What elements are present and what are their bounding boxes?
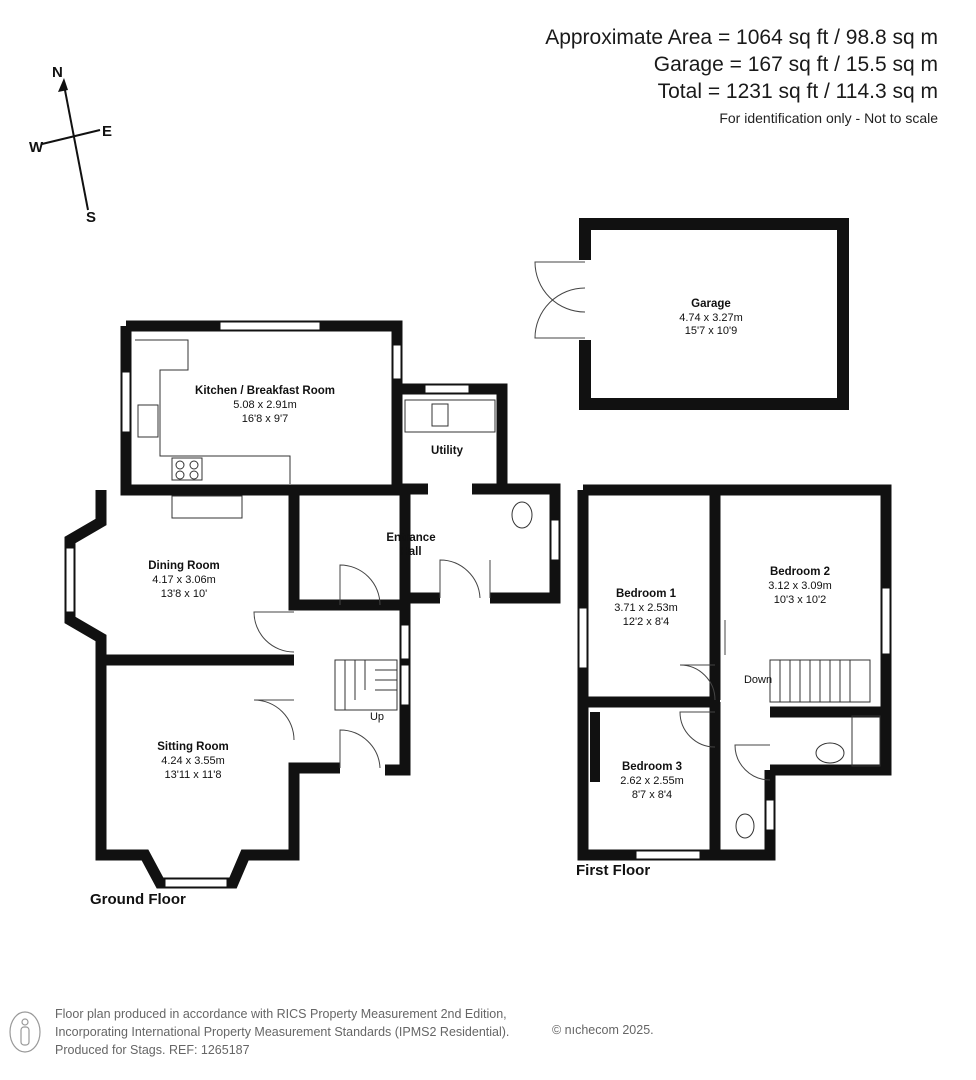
approximate-area: Approximate Area = 1064 sq ft / 98.8 sq …	[545, 26, 938, 49]
kitchen-metric: 5.08 x 2.91m	[233, 399, 297, 411]
bedroom1-imperial: 12'2 x 8'4	[623, 616, 669, 628]
ground-wc-icon	[511, 501, 533, 529]
first-doors	[679, 620, 771, 781]
stairs-down	[769, 659, 871, 703]
nichecom-logo: © nıchecom 2025.	[552, 1023, 654, 1037]
garage-metric: 4.74 x 3.27m	[679, 312, 743, 324]
footer-line1: Floor plan produced in accordance with R…	[55, 1007, 507, 1021]
dining-metric: 4.17 x 3.06m	[152, 574, 216, 586]
ground-floor-label: Ground Floor	[90, 891, 186, 908]
bedroom2-name: Bedroom 2	[770, 566, 830, 578]
kitchen-fittings	[135, 339, 496, 519]
garage-walls	[579, 218, 849, 410]
first-windows	[578, 587, 891, 860]
garage-name: Garage	[691, 298, 731, 310]
bedroom3-imperial: 8'7 x 8'4	[632, 789, 672, 801]
compass-s: S	[86, 209, 96, 226]
dining-name: Dining Room	[148, 560, 220, 572]
stairs-up-label: Up	[370, 711, 384, 723]
stairs-down-label: Down	[744, 674, 772, 686]
garage-doors	[534, 261, 586, 339]
kitchen-name: Kitchen / Breakfast Room	[195, 385, 335, 397]
first-floor-walls	[577, 484, 892, 861]
compass-e: E	[102, 123, 112, 140]
bedroom1-metric: 3.71 x 2.53m	[614, 602, 678, 614]
ground-floor-walls	[64, 320, 561, 889]
kitchen-imperial: 16'8 x 9'7	[242, 413, 288, 425]
garage-area: Garage = 167 sq ft / 15.5 sq m	[653, 53, 938, 76]
compass-icon: N E S W	[29, 64, 112, 226]
compass-w: W	[29, 139, 44, 156]
footer-line3: Produced for Stags. REF: 1265187	[55, 1043, 250, 1057]
sitting-imperial: 13'11 x 11'8	[164, 769, 221, 781]
ground-windows	[65, 321, 560, 888]
entrance-hall-line1: Entrance	[386, 532, 435, 544]
floor-plan: N E S W	[29, 64, 892, 908]
bedroom3-cupboard	[590, 712, 600, 782]
garage-imperial: 15'7 x 10'9	[685, 325, 738, 337]
bedroom3-metric: 2.62 x 2.55m	[620, 775, 684, 787]
footer-text: Floor plan produced in accordance with R…	[55, 1005, 509, 1059]
bedroom3-name: Bedroom 3	[622, 761, 682, 773]
sitting-name: Sitting Room	[157, 741, 229, 753]
utility-name: Utility	[431, 445, 464, 457]
footer-line2: Incorporating International Property Mea…	[55, 1025, 510, 1039]
scale-note: For identification only - Not to scale	[719, 110, 938, 126]
first-floor-label: First Floor	[576, 862, 650, 879]
bedroom2-metric: 3.12 x 3.09m	[768, 580, 832, 592]
entrance-hall-line2: Hall	[400, 546, 421, 558]
ground-doors	[253, 559, 491, 769]
bathroom-fittings	[735, 715, 881, 839]
bedroom1-name: Bedroom 1	[616, 588, 677, 600]
person-icon	[9, 1011, 41, 1053]
bedroom2-imperial: 10'3 x 10'2	[774, 594, 827, 606]
stairs-up	[334, 659, 398, 711]
total-area: Total = 1231 sq ft / 114.3 sq m	[657, 80, 938, 103]
dining-imperial: 13'8 x 10'	[161, 588, 207, 600]
compass-n: N	[52, 64, 63, 81]
sitting-metric: 4.24 x 3.55m	[161, 755, 225, 767]
